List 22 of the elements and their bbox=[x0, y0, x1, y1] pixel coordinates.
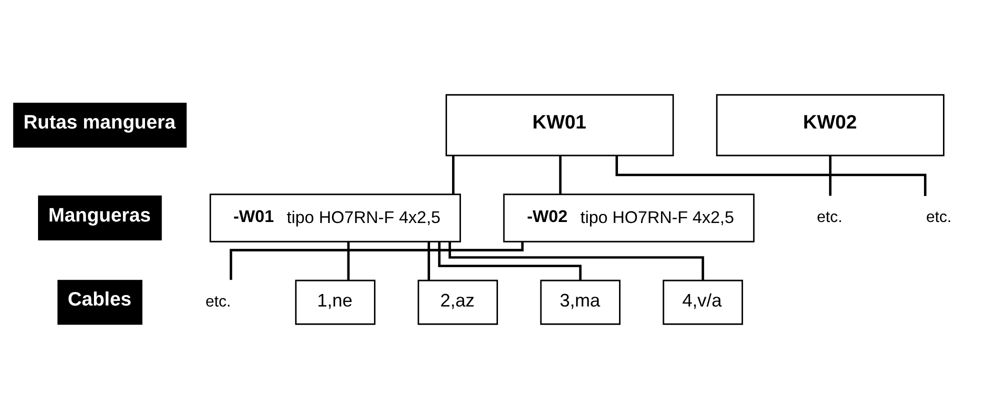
node-box: Cables bbox=[57, 280, 142, 325]
node-box: 1,ne bbox=[295, 280, 376, 325]
node-box: 3,ma bbox=[540, 280, 620, 325]
connector bbox=[559, 156, 562, 194]
node-box: -W02 tipo HO7RN-F 4x2,5 bbox=[503, 194, 755, 242]
connector bbox=[347, 242, 350, 280]
connector bbox=[428, 242, 430, 280]
node-text: etc. bbox=[816, 209, 842, 226]
connector bbox=[452, 156, 454, 194]
connector bbox=[616, 156, 926, 196]
node-box: 2,az bbox=[418, 280, 498, 325]
node-box: KW01 bbox=[446, 94, 674, 156]
connector bbox=[448, 242, 704, 280]
connector bbox=[829, 156, 832, 196]
node-text: etc. bbox=[205, 293, 231, 310]
node-text: etc. bbox=[926, 209, 952, 226]
node-box: KW02 bbox=[716, 94, 944, 156]
node-box: Mangueras bbox=[38, 196, 162, 240]
connector bbox=[230, 242, 524, 280]
node-box: Rutas manguera bbox=[13, 102, 187, 148]
node-box: -W01 tipo HO7RN-F 4x2,5 bbox=[210, 194, 461, 242]
node-box: 4,v/a bbox=[662, 280, 744, 325]
